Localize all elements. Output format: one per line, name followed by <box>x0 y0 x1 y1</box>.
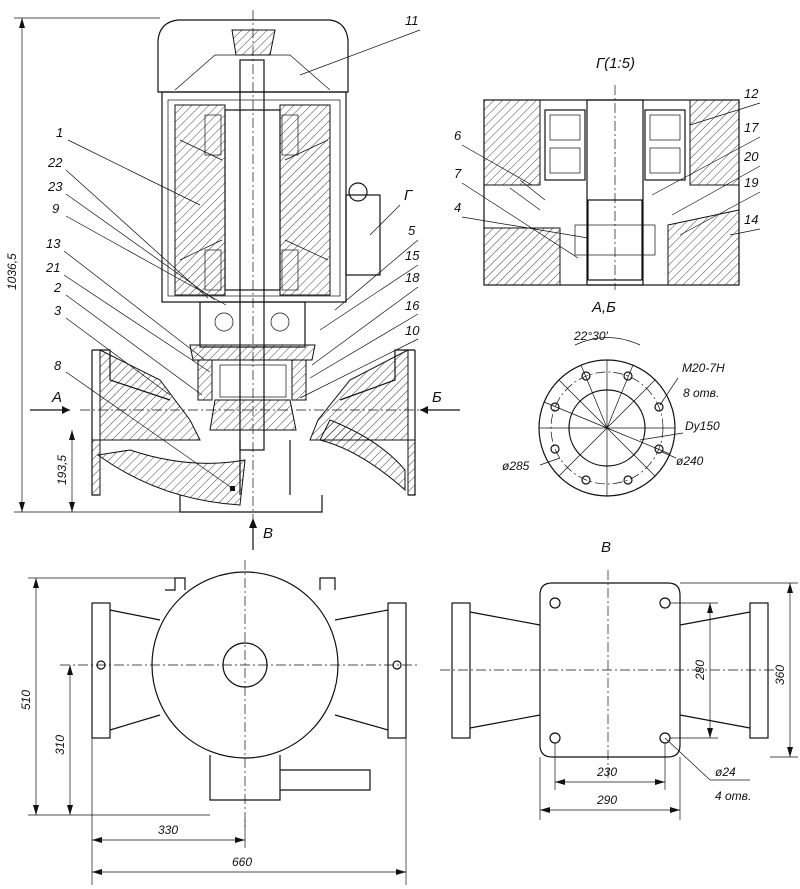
dim-510: 510 <box>19 690 33 710</box>
part-label-8: 8 <box>54 358 62 373</box>
part-label-10: 10 <box>405 323 420 338</box>
dim-360: 360 <box>773 665 787 685</box>
part-labels-left: 1 22 23 9 13 21 2 3 8 <box>45 125 235 491</box>
dim-660: 660 <box>232 855 252 869</box>
part-label-4: 4 <box>454 200 461 215</box>
dim-angle: 22°30' <box>573 329 608 343</box>
dim-290: 290 <box>596 793 617 807</box>
part-label-6: 6 <box>454 128 462 143</box>
left-dimensions: 1036,5 193,5 <box>5 17 185 513</box>
detail-title: Г(1:5) <box>596 55 635 72</box>
part-label-1: 1 <box>56 125 63 140</box>
dim-inlet-height: 193,5 <box>55 455 69 485</box>
dim-d240: ø240 <box>676 454 704 468</box>
part-label-21: 21 <box>45 260 60 275</box>
dim-330: 330 <box>158 823 178 837</box>
part-label-20: 20 <box>743 149 759 164</box>
dim-d24: ø24 <box>715 765 736 779</box>
section-arrows: А Б В Г <box>30 187 460 550</box>
part-labels-right: 11 5 15 18 16 10 <box>299 13 420 399</box>
part-label-19: 19 <box>744 175 758 190</box>
detail-part-labels: 6 7 4 12 17 20 19 14 <box>454 86 761 259</box>
part-label-13: 13 <box>46 236 61 251</box>
dim-310: 310 <box>53 735 67 755</box>
part-label-14: 14 <box>744 212 758 227</box>
arrow-a-label: А <box>51 389 62 406</box>
arrow-v-label: В <box>263 525 273 542</box>
bottom-view-v: В 280 360 230 290 <box>440 539 798 820</box>
part-label-2: 2 <box>53 280 62 295</box>
dim-overall-height: 1036,5 <box>5 253 19 290</box>
dim-280: 280 <box>693 660 707 681</box>
part-label-16: 16 <box>405 298 420 313</box>
part-label-7: 7 <box>454 166 462 181</box>
dim-d285: ø285 <box>502 459 530 473</box>
part-label-11: 11 <box>405 13 419 28</box>
part-label-22: 22 <box>47 155 63 170</box>
callout-g-label: Г <box>404 187 414 204</box>
dim-holes-flange: 8 отв. <box>683 386 719 400</box>
dim-holes-base: 4 отв. <box>715 789 751 803</box>
flange-title: А,Б <box>591 299 616 316</box>
part-label-12: 12 <box>744 86 759 101</box>
part-label-5: 5 <box>408 223 416 238</box>
detail-view-g: Г(1:5) <box>483 55 740 290</box>
part-label-17: 17 <box>744 120 759 135</box>
part-label-3: 3 <box>54 303 62 318</box>
flange-view: А,Б 22°30' M20-7H 8 отв. <box>502 299 725 497</box>
top-view-left: 510 310 330 660 <box>19 560 420 885</box>
dim-230: 230 <box>596 765 617 779</box>
dim-dy: Dy150 <box>685 419 720 433</box>
part-label-15: 15 <box>405 248 420 263</box>
arrow-b-label: Б <box>432 389 442 406</box>
view-v-title: В <box>601 539 611 556</box>
part-label-9: 9 <box>52 201 59 216</box>
part-label-18: 18 <box>405 270 420 285</box>
dim-thread: M20-7H <box>682 361 725 375</box>
main-section-view <box>80 10 420 525</box>
part-label-23: 23 <box>47 179 63 194</box>
